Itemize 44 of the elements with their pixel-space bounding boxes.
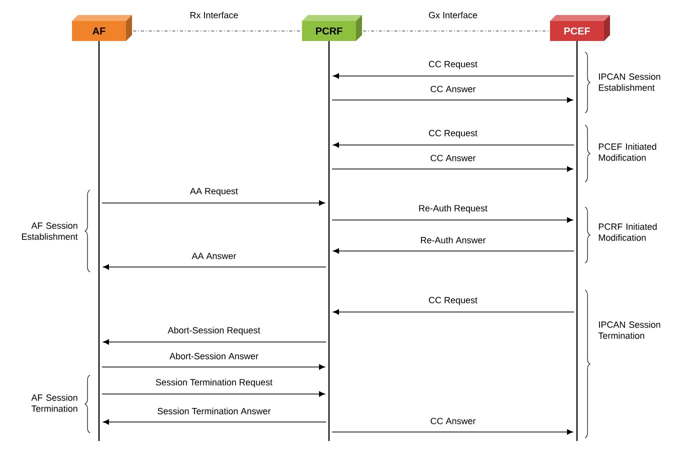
lifeline	[328, 41, 330, 441]
edge-label: AA Answer	[192, 252, 236, 260]
edge-label: CC Request	[428, 60, 478, 70]
message-arrow	[103, 339, 326, 345]
lifeline	[576, 41, 578, 441]
participant-box: AF	[72, 15, 132, 41]
phase-label: IPCAN Session Termination	[598, 321, 660, 339]
edge-label: CC Answer	[430, 86, 476, 92]
edge-label: CC Request	[428, 296, 478, 306]
edge-label: Re-Auth Answer	[420, 236, 486, 244]
participant-box: PCEF	[550, 15, 610, 41]
message-arrow	[102, 200, 325, 206]
phase-label: IPCAN Session Establishment	[598, 73, 660, 91]
edge-label: Re-Auth Request	[419, 204, 488, 214]
lifeline	[98, 41, 100, 441]
edge-label: AA Request	[190, 188, 238, 196]
edge-label: CC Answer	[430, 154, 476, 162]
interface-line	[132, 30, 302, 32]
phase-label: PCRF Initiated Modification	[598, 223, 657, 241]
message-arrow	[333, 309, 574, 315]
message-arrow	[332, 97, 573, 103]
edge-label: Abort-Session Request	[168, 326, 260, 336]
message-arrow	[332, 166, 573, 172]
message-arrow	[103, 264, 326, 270]
edge-label: CC Answer	[430, 418, 476, 424]
phase-label: AF Session Establishment	[22, 222, 78, 240]
message-arrow	[333, 73, 574, 79]
message-arrow	[333, 142, 574, 148]
edge-label: CC Request	[428, 130, 478, 138]
edge-label: Abort-Session Answer	[170, 352, 258, 360]
phase-label: AF Session Termination	[31, 394, 78, 412]
message-arrow	[332, 429, 573, 435]
message-arrow	[102, 364, 325, 370]
edge-label: Session Termination Answer	[158, 408, 271, 414]
interface-line	[362, 30, 550, 32]
edge-label: Gx Interface	[428, 12, 478, 18]
edge-label: Rx Interface	[190, 12, 238, 18]
edge-label: Session Termination Request	[156, 378, 272, 388]
phase-label: PCEF Initiated Modification	[598, 143, 656, 161]
participant-box: PCRF	[302, 15, 362, 41]
message-arrow	[103, 419, 326, 425]
message-arrow	[333, 248, 574, 254]
message-arrow	[332, 217, 573, 223]
message-arrow	[102, 391, 325, 397]
